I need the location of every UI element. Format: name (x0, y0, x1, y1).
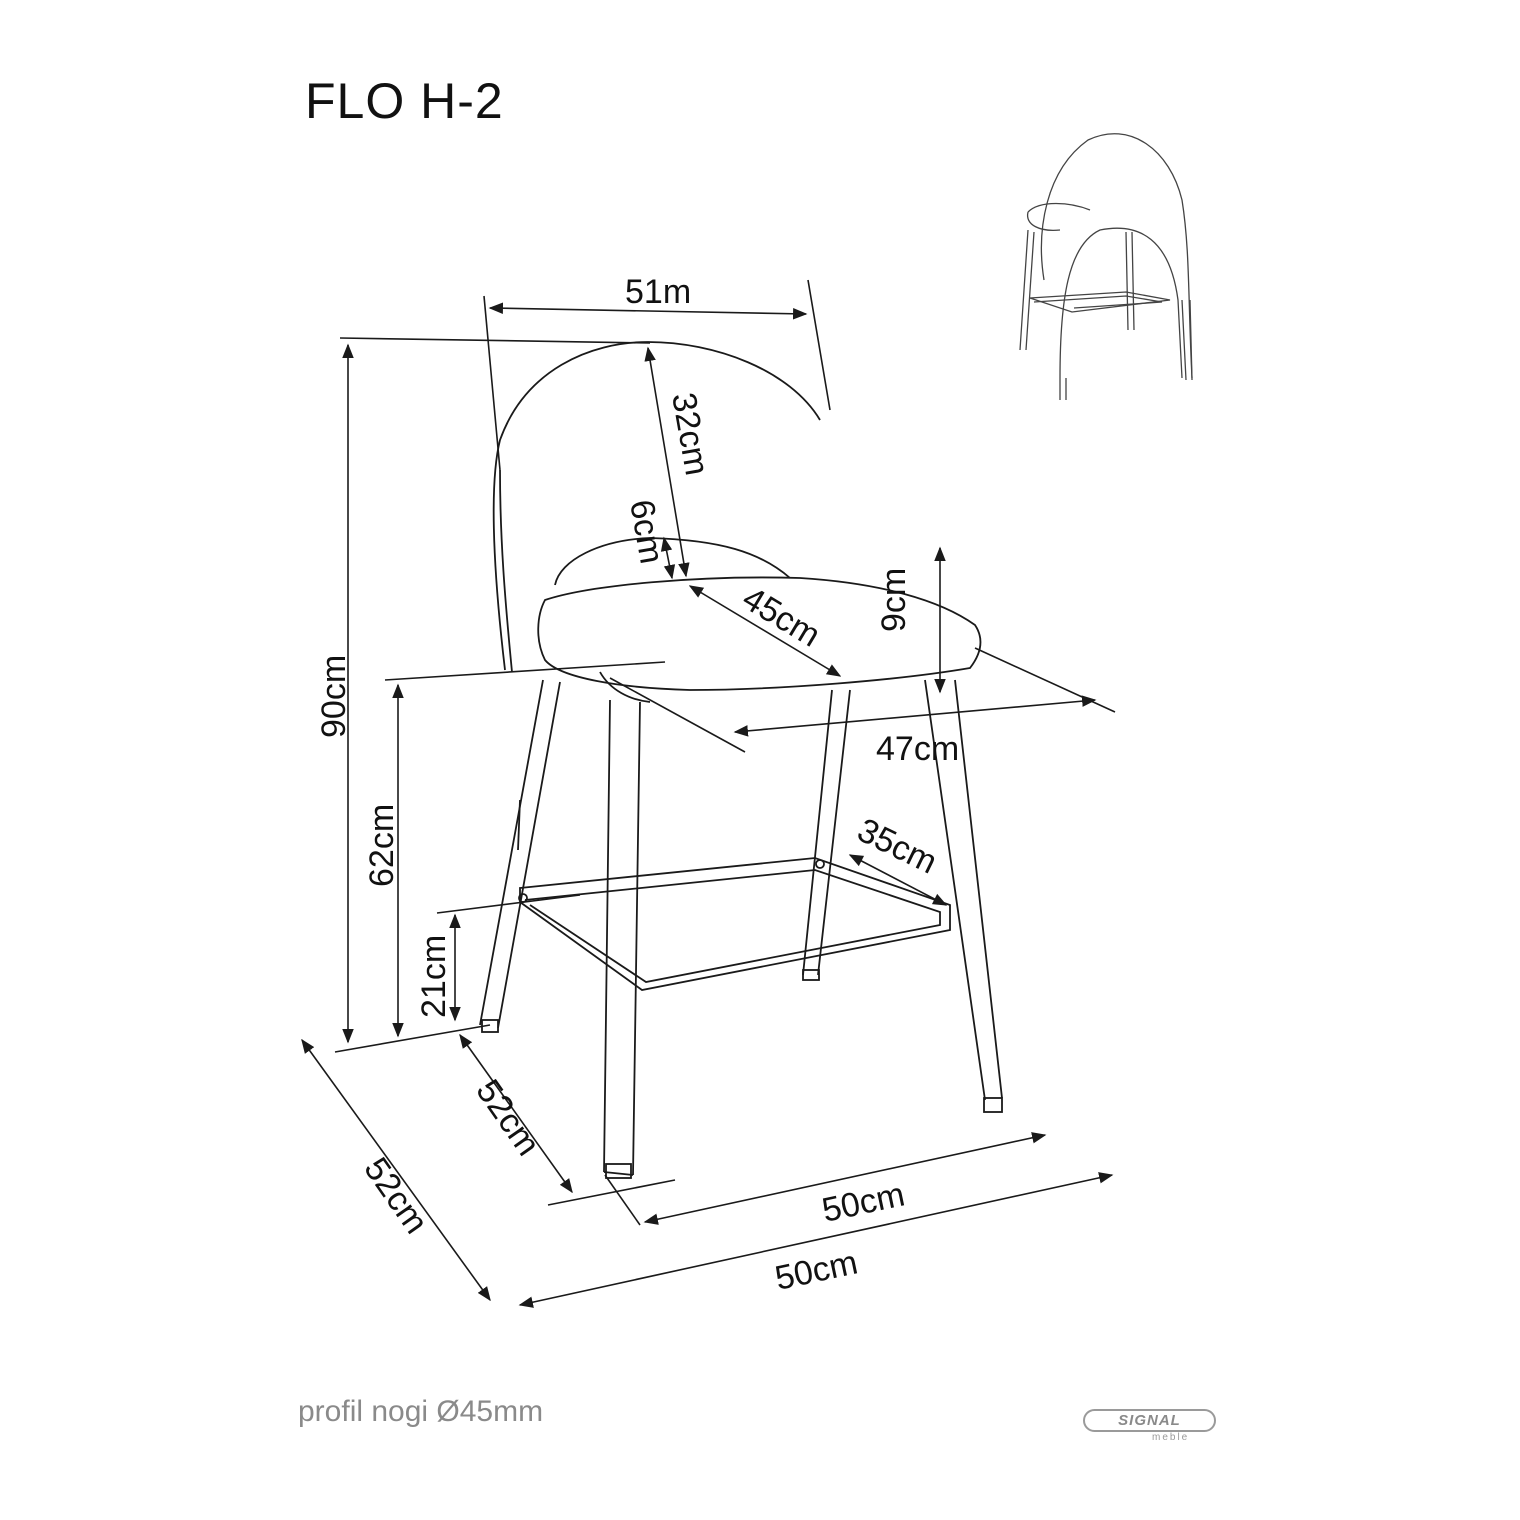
front-left-foot (605, 1163, 632, 1179)
arrow-back-height (644, 346, 690, 578)
extension-lines (334, 279, 1116, 1226)
label-seat-height: 62cm (363, 804, 401, 887)
arrow-seat-depth (688, 585, 842, 677)
thumb-leg-right (1181, 299, 1193, 381)
label-base-width: 50cm (772, 1243, 861, 1297)
chair-rear-view-thumbnail (1019, 133, 1193, 400)
front-left-leg (603, 699, 641, 1176)
thumb-footrest (1029, 291, 1171, 313)
back-right-foot (802, 969, 820, 981)
label-footrest-depth: 35cm (851, 811, 942, 882)
label-back-height: 32cm (664, 390, 716, 478)
label-seat-width: 47cm (876, 730, 959, 768)
thumb-footrest-inner (1033, 295, 1163, 309)
label-seat-thick-back: 6cm (622, 497, 671, 567)
footrest-frame-inner (524, 869, 941, 983)
arrow-back-width (488, 302, 808, 320)
thumb-leg-front (1059, 378, 1067, 400)
back-right-leg (802, 689, 851, 976)
brand-logo-subtitle: meble (1152, 1432, 1190, 1443)
thumb-seat (1027, 202, 1091, 231)
arrow-base-depth (301, 1038, 491, 1302)
backrest-front-edge (499, 469, 513, 673)
label-seat-thick-front: 9cm (875, 568, 913, 632)
thumb-backrest (1040, 133, 1193, 379)
frame-bolt (815, 859, 825, 869)
dimension-labels: 51m 32cm 6cm 45cm 9cm 90cm 47cm 62cm 35c… (315, 273, 959, 1298)
label-legs-depth: 52cm (468, 1073, 547, 1163)
back-left-leg (479, 679, 561, 1029)
label-seat-depth: 45cm (736, 579, 827, 654)
label-base-depth: 52cm (356, 1151, 435, 1241)
thumb-leg-left (1019, 229, 1035, 351)
arrow-base-width (518, 1172, 1114, 1308)
label-legs-width: 50cm (819, 1175, 908, 1229)
seat-cushion (537, 576, 982, 691)
arrow-footrest-depth (848, 854, 948, 906)
brand-logo-name: SIGNAL (1083, 1409, 1216, 1432)
leg-profile-note: profil nogi Ø45mm (298, 1395, 544, 1428)
thumb-backrest-inner (1059, 227, 1183, 379)
backrest (492, 341, 821, 671)
back-leg-shadow (517, 799, 521, 851)
dimension-arrows (301, 302, 1114, 1308)
product-title: FLO H-2 (305, 73, 504, 129)
label-total-height: 90cm (315, 655, 353, 738)
seat-underside (599, 671, 651, 703)
label-back-width: 51m (625, 273, 691, 311)
arrow-seat-thick-back (660, 536, 676, 580)
label-footrest-height: 21cm (415, 935, 453, 1018)
front-right-leg (924, 679, 1003, 1101)
arrow-seat-width (733, 695, 1097, 737)
thumb-leg-back (1125, 231, 1135, 331)
front-right-foot (983, 1097, 1003, 1113)
